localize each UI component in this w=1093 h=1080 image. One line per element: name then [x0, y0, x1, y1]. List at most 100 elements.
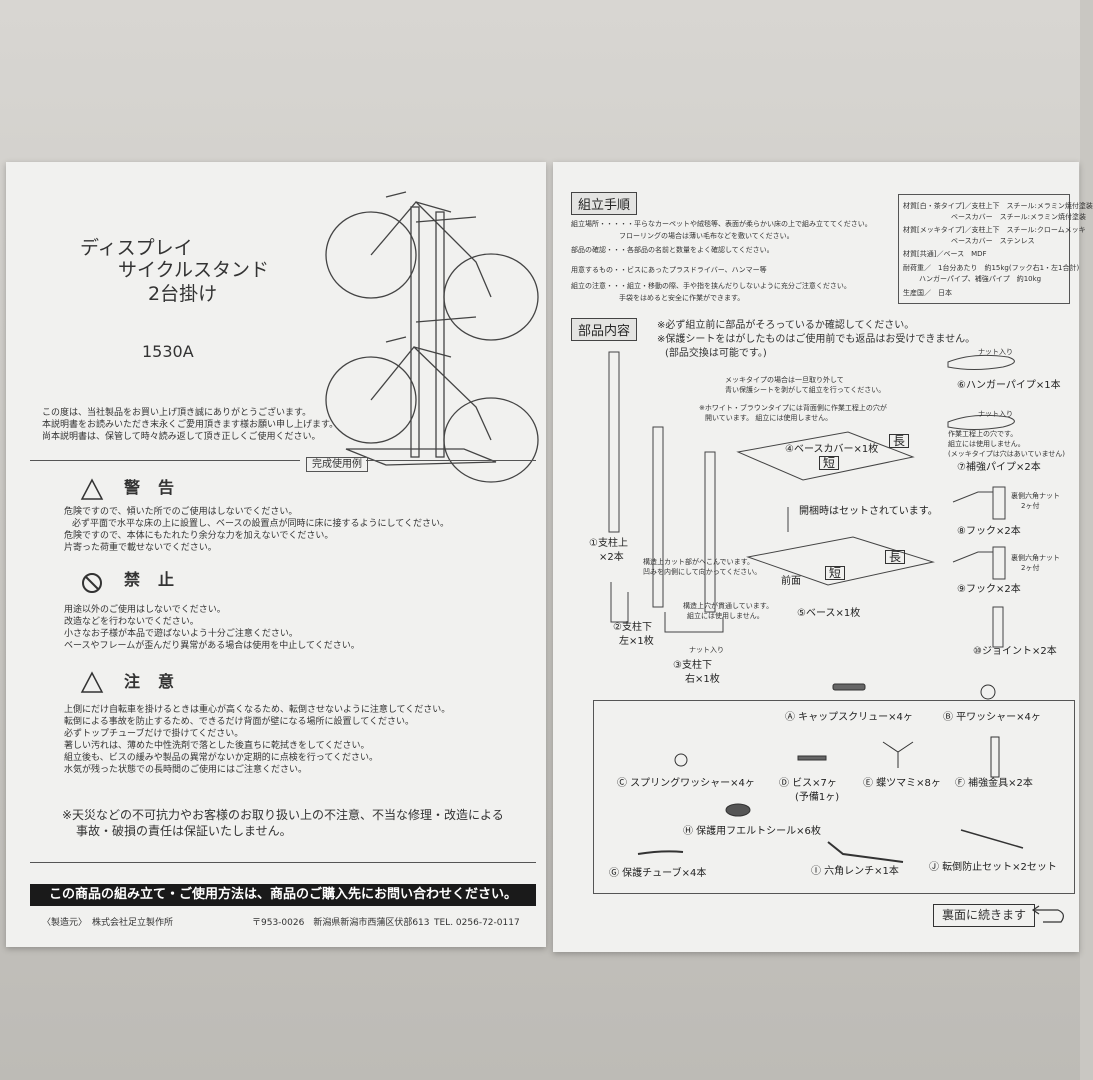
- left-instruction-sheet: ディスプレイ サイクルスタンド 2台掛け 1530A この度は、当社製品をお買い…: [6, 162, 546, 947]
- parts-drawings: [608, 351, 1015, 648]
- assembly-step: 用意するもの・・ビスにあったプラスドライバー、ハンマー等: [571, 266, 767, 274]
- spec-line: 材質[白・茶タイプ]／支柱上下 スチール:メラミン焼付塗装: [903, 202, 1093, 210]
- product-title-line3: 2台掛け: [148, 283, 218, 305]
- hex-nut-qty: 2ヶ付: [1021, 564, 1040, 572]
- part-8-label: ⑧フック×2本: [957, 526, 1021, 537]
- short-label-base: 短: [825, 566, 846, 580]
- caution-item: 組立後も、ビスの緩みや製品の異常がないか定期的に点検を行ってください。: [64, 753, 379, 763]
- hardware-c-label: Ⓒ スプリングワッシャー×4ヶ: [617, 778, 755, 789]
- maker-label: 〈製造元〉: [42, 918, 88, 928]
- right-instruction-sheet: 組立手順 組立場所・・・・・平らなカーペットや絨毯等、表面が柔らかい床の上で組み…: [553, 162, 1093, 952]
- return-arrow-layer: [1031, 905, 1064, 923]
- example-label: 完成使用例: [306, 457, 368, 472]
- white-type-note: 開いています。 組立には使用しません。: [705, 414, 833, 422]
- warning-item: 片寄った荷重で載せないでください。: [64, 543, 217, 553]
- nut-label: ナット入り: [978, 410, 1013, 418]
- warning-triangle-icon: [80, 478, 104, 500]
- plating-note: メッキタイプの場合は一旦取り外して: [725, 376, 844, 384]
- assembly-step: 部品の確認・・・各部品の名前と数量をよく確認してください。: [571, 246, 774, 254]
- part-10-label: ⑩ジョイント×2本: [973, 646, 1057, 657]
- hardware-j-label: Ⓙ 転倒防止セット×2セット: [929, 862, 1057, 873]
- nut-label: ナット入り: [689, 646, 724, 654]
- prohibition-title: 禁止: [124, 570, 193, 589]
- maker-address: 〒953-0026 新潟県新潟市西蒲区伏部613: [252, 918, 430, 928]
- parts-note: ※保護シートをはがしたものはご使用前でも返品はお受けできません。: [657, 334, 976, 345]
- part-3-label: ③支柱下: [673, 660, 712, 671]
- reinforce-note: (メッキタイプは穴はあいていません): [948, 450, 1066, 458]
- reinforce-note: 作業工程上の穴です。: [948, 430, 1018, 438]
- caution-item: 上側にだけ自転車を掛けるときは重心が高くなるため、転倒させないように注意してくだ…: [64, 705, 451, 715]
- caution-item: 必ずトップチューブだけで掛けてください。: [64, 729, 244, 739]
- disclaimer-line2: 事故・破損の責任は保証いたしません。: [76, 824, 292, 838]
- hole-note: 組立には使用しません。: [687, 612, 764, 620]
- intro-line-1: この度は、当社製品をお買い上げ頂き誠にありがとうございます。: [42, 408, 312, 418]
- part-3-qty: 右×1枚: [685, 674, 720, 685]
- warning-item: 危険ですので、本体にもたれたり余分な力を加えないでください。: [64, 531, 334, 541]
- assembly-step: フローリングの場合は薄い毛布などを敷いてください。: [619, 232, 794, 240]
- part-2-qty: 左×1枚: [619, 636, 654, 647]
- divider: [30, 862, 536, 863]
- prohibition-item: 小さなお子様が本品で遊ばないよう十分ご注意ください。: [64, 629, 298, 639]
- disclaimer-line1: ※天災などの不可抗力やお客様のお取り扱い上の不注意、不当な修理・改造による: [62, 808, 504, 822]
- white-type-note: ※ホワイト・ブラウンタイプには背面側に作業工程上の穴が: [699, 404, 887, 412]
- caution-triangle-icon: [80, 671, 104, 693]
- hex-nut-qty: 2ヶ付: [1021, 502, 1040, 510]
- prohibition-item: 用途以外のご使用はしないでください。: [64, 605, 226, 615]
- prohibition-item: ベースやフレームが歪んだり異常がある場合は使用を中止してください。: [64, 641, 360, 651]
- assembly-heading: 組立手順: [571, 192, 638, 215]
- caution-item: 水気が残った状態での長時間のご使用にはご注意ください。: [64, 765, 308, 775]
- divider: [366, 460, 536, 461]
- parts-note: (部品交換は可能です。): [665, 348, 767, 359]
- nut-label: ナット入り: [978, 348, 1013, 356]
- long-label: 長: [889, 434, 910, 448]
- hex-nut-note: 裏側六角ナット: [1011, 554, 1060, 562]
- warning-item: 危険ですので、傾いた所でのご使用はしないでください。: [64, 507, 298, 517]
- hardware-d-spare: (予備1ヶ): [795, 792, 840, 803]
- assembly-step: 組立場所・・・・・平らなカーペットや絨毯等、表面が柔らかい床の上で組み立ててくだ…: [571, 220, 872, 228]
- hardware-drawings: [637, 683, 1024, 863]
- part-2-label: ②支柱下: [613, 622, 652, 633]
- spec-line: 耐荷重／ 1台分あたり 約15kg(フック右1・左1合計): [903, 264, 1080, 272]
- caution-title: 注意: [124, 672, 193, 691]
- assembly-step: 組立の注意・・・組立・移動の際、手や指を挟んだりしないように充分ご注意ください。: [571, 282, 851, 290]
- spec-line: 生産国／ 日本: [903, 289, 952, 297]
- caution-item: 著しい汚れは、薄めた中性洗剤で落とした後直ちに乾拭きをしてください。: [64, 741, 370, 751]
- hardware-a-label: Ⓐ キャップスクリュー×4ヶ: [785, 712, 913, 723]
- product-title-line1: ディスプレイ: [80, 237, 193, 259]
- plating-note: 青い保護シートを剥がして組立を行ってください。: [725, 386, 886, 394]
- hex-nut-note: 裏側六角ナット: [1011, 492, 1060, 500]
- divider: [30, 460, 300, 461]
- return-arrow-icon: [1035, 909, 1064, 923]
- hardware-b-label: Ⓑ 平ワッシャー×4ヶ: [943, 712, 1041, 723]
- intro-line-2: 本説明書をお読みいただき末永くご愛用頂きます様お願い申し上げます。: [42, 420, 339, 430]
- bike-stand-illustration: [325, 191, 539, 483]
- maker-tel: TEL. 0256-72-0117: [434, 918, 520, 928]
- spec-line: ベースカバー ステンレス: [951, 237, 1035, 245]
- hardware-h-label: Ⓗ 保護用フエルトシール×6枚: [683, 826, 821, 837]
- hardware-i-label: Ⓘ 六角レンチ×1本: [811, 866, 899, 877]
- cut-note: 構造上カット部がへこんでいます。: [643, 558, 754, 566]
- warning-item: 必ず平面で水平な床の上に設置し、ベースの設置点が同時に床に接するようにしてくださ…: [72, 519, 450, 529]
- front-label: 前面: [781, 576, 801, 587]
- prohibition-icon: [82, 573, 102, 593]
- spec-line: 材質[共通]／ベース MDF: [903, 250, 987, 258]
- short-label: 短: [819, 456, 840, 470]
- hardware-e-label: Ⓔ 蝶ツマミ×8ヶ: [863, 778, 941, 789]
- part-1-label: ①支柱上: [589, 538, 628, 549]
- warning-title: 警告: [124, 478, 193, 497]
- hardware-f-label: Ⓕ 補強金具×2本: [955, 778, 1033, 789]
- inquiry-bar: この商品の組み立て・ご使用方法は、商品のご購入先にお問い合わせください。: [30, 884, 536, 906]
- long-label-base: 長: [885, 550, 906, 564]
- part-1-qty: ×2本: [599, 552, 624, 563]
- prohibition-item: 改造などを行わないでください。: [64, 617, 199, 627]
- spec-line: ハンガーパイプ、補強パイプ 約10kg: [919, 275, 1042, 283]
- specs-box: [898, 194, 1070, 304]
- part-4-label: ④ベースカバー×1枚: [785, 444, 879, 455]
- product-title-line2: サイクルスタンド: [118, 259, 270, 281]
- spec-line: ベースカバー スチール:メラミン焼付塗装: [951, 213, 1087, 221]
- cut-note: 凹みを内側にして向かってください。: [643, 568, 762, 576]
- assembly-step: 手袋をはめると安全に作業ができます。: [619, 294, 745, 302]
- parts-heading: 部品内容: [571, 318, 638, 341]
- part-6-label: ⑥ハンガーパイプ×1本: [957, 380, 1061, 391]
- intro-line-3: 尚本説明書は、保管して時々読み返して頂き正しくご使用ください。: [42, 432, 321, 442]
